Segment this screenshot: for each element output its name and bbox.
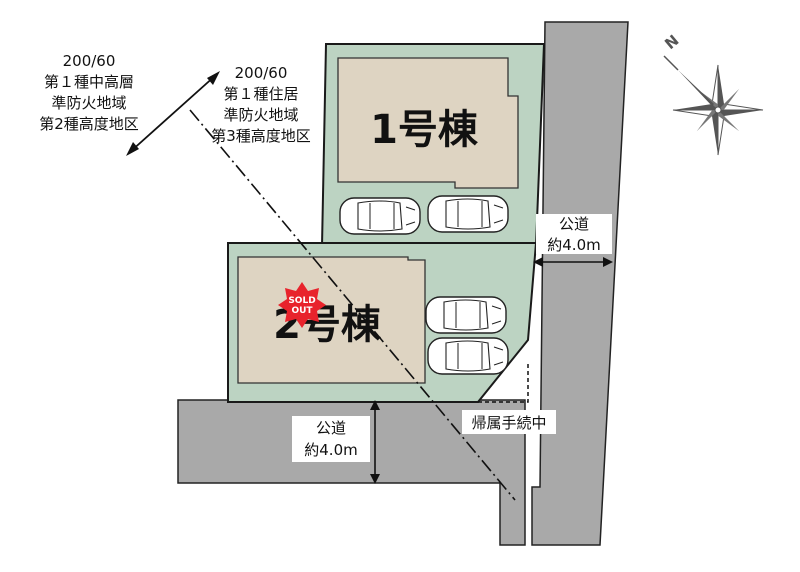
zone-arrow-head-right (207, 71, 220, 85)
zoning-boundary-line (189, 109, 516, 501)
zone-left-line1: 第１種中高層 (44, 73, 134, 91)
car-3 (425, 296, 507, 334)
east-dim-arrow-right (603, 257, 613, 267)
zone-right-line1: 第１種住居 (223, 85, 298, 103)
east-road-label: 公道 (559, 215, 589, 233)
east-road-width: 約4.0m (547, 236, 600, 254)
compass-north-label: N (661, 31, 682, 53)
note-bg (462, 410, 556, 434)
sold-out-line2: OUT (291, 306, 313, 316)
zone-right-ratio: 200/60 (235, 64, 288, 82)
south-road-label: 公道 (316, 419, 346, 437)
zone-arrow-line (129, 74, 217, 153)
compass-rose-icon: N (661, 31, 764, 156)
zone-arrow-head-left (126, 142, 139, 156)
lot-1-label: 1号棟 (370, 107, 479, 153)
car-2 (427, 195, 509, 233)
lot-2-house (237, 256, 426, 384)
south-dim-arrow-top (370, 400, 380, 410)
east-road (531, 21, 629, 546)
south-dim-arrow-bottom (370, 474, 380, 484)
car-4 (427, 337, 509, 375)
south-road-label-bg (292, 416, 370, 462)
car-1 (339, 197, 421, 235)
south-road (177, 399, 526, 546)
east-road-label-bg (536, 214, 612, 254)
zone-right-line3: 第3種高度地区 (211, 127, 311, 145)
pending-transfer-area (478, 363, 529, 403)
sold-out-line1: SOLD (288, 296, 315, 306)
pending-transfer-note: 帰属手続中 (471, 414, 546, 432)
zone-left-line2: 準防火地域 (51, 94, 126, 112)
south-road-width: 約4.0m (304, 441, 357, 459)
sold-out-badge: SOLD OUT (278, 282, 326, 328)
lot-1-house (337, 57, 519, 189)
east-dim-arrow-left (533, 257, 543, 267)
zone-left-ratio: 200/60 (63, 52, 116, 70)
zone-left-line3: 第2種高度地区 (39, 115, 139, 133)
zone-right-line2: 準防火地域 (223, 106, 298, 124)
